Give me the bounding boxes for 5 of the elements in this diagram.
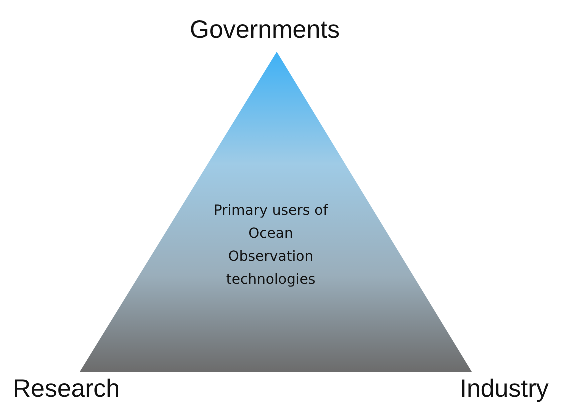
triangle-text: Primary users of Ocean Observation technologies	[212, 202, 330, 290]
corner-label: Governments	[190, 16, 340, 44]
corner-label: Industry	[460, 375, 549, 403]
triangle	[80, 52, 472, 372]
corner-label: Research	[13, 375, 120, 403]
